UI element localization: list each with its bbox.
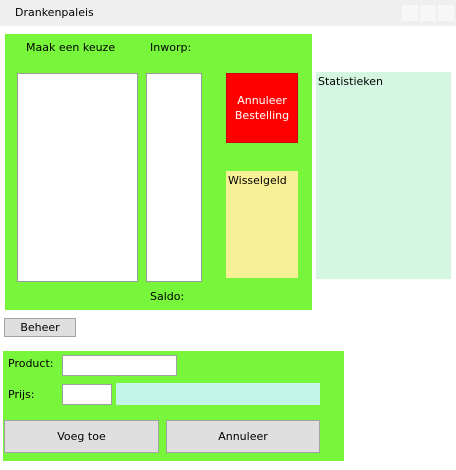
title-bar: Drankenpaleis bbox=[0, 0, 456, 26]
maximize-button[interactable] bbox=[420, 5, 436, 21]
drinks-listbox[interactable] bbox=[17, 73, 138, 282]
change-label: Wisselgeld bbox=[228, 174, 287, 187]
product-label: Product: bbox=[8, 357, 54, 370]
product-input[interactable] bbox=[62, 355, 177, 376]
statistics-box: Statistieken bbox=[316, 72, 451, 279]
main-panel: Maak een keuze Inworp: Annuleer Bestelli… bbox=[5, 34, 312, 310]
close-button[interactable] bbox=[438, 5, 454, 21]
manage-button[interactable]: Beheer bbox=[4, 318, 76, 337]
change-box: Wisselgeld bbox=[226, 171, 298, 278]
cancel-order-button[interactable]: Annuleer Bestelling bbox=[226, 73, 298, 143]
product-panel: Product: Prijs: Voeg toe Annuleer bbox=[3, 351, 344, 461]
choice-label: Maak een keuze bbox=[26, 41, 116, 54]
window-title: Drankenpaleis bbox=[15, 6, 94, 19]
price-label: Prijs: bbox=[8, 388, 35, 401]
statistics-label: Statistieken bbox=[318, 75, 383, 88]
price-status-bar bbox=[116, 383, 320, 405]
minimize-button[interactable] bbox=[402, 5, 418, 21]
price-input[interactable] bbox=[62, 384, 112, 405]
cancel-button[interactable]: Annuleer bbox=[166, 420, 320, 453]
add-button[interactable]: Voeg toe bbox=[4, 420, 159, 453]
balance-label: Saldo: bbox=[150, 290, 185, 303]
deposit-label: Inworp: bbox=[150, 41, 192, 54]
deposit-listbox[interactable] bbox=[146, 73, 202, 282]
